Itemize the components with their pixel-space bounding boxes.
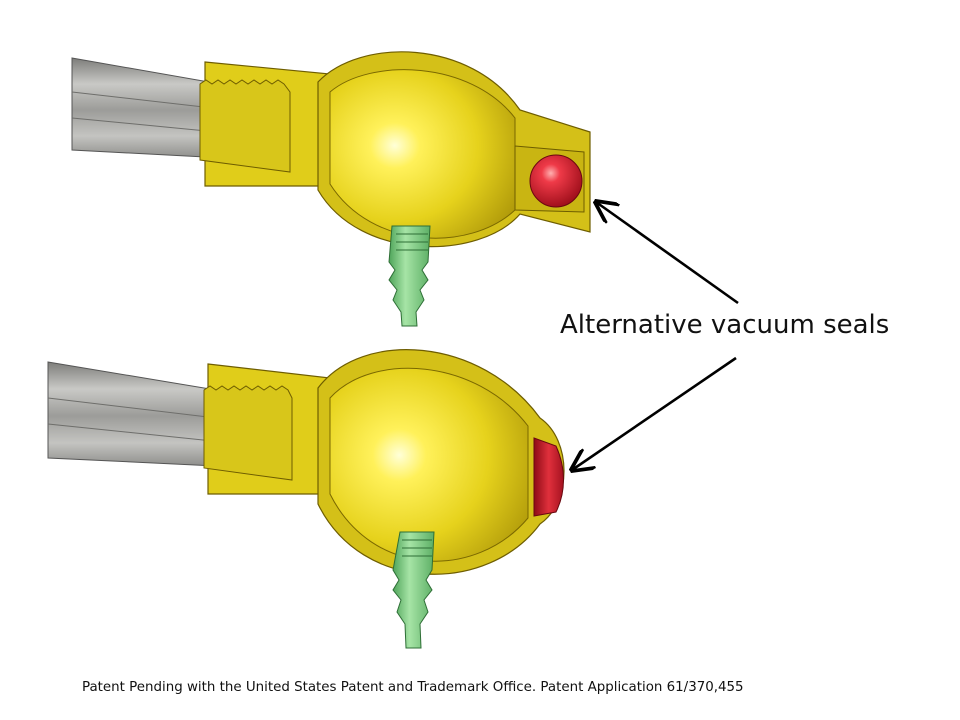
upper-barb-fitting — [388, 225, 431, 327]
lower-assembly — [47, 349, 565, 649]
arrow-to-disc-seal — [572, 356, 737, 470]
lower-bulb-cavity — [329, 367, 529, 562]
upper-bulb-cavity — [329, 69, 516, 239]
arrow-to-ball-seal — [596, 202, 739, 305]
callout-label: Alternative vacuum seals — [560, 310, 890, 340]
lower-thread — [203, 385, 293, 481]
ball-seal — [529, 154, 583, 208]
patent-footer: Patent Pending with the United States Pa… — [82, 680, 744, 695]
disc-seal — [533, 437, 564, 517]
upper-assembly — [71, 51, 591, 327]
lower-barb-fitting — [392, 531, 435, 649]
upper-thread — [199, 79, 291, 173]
